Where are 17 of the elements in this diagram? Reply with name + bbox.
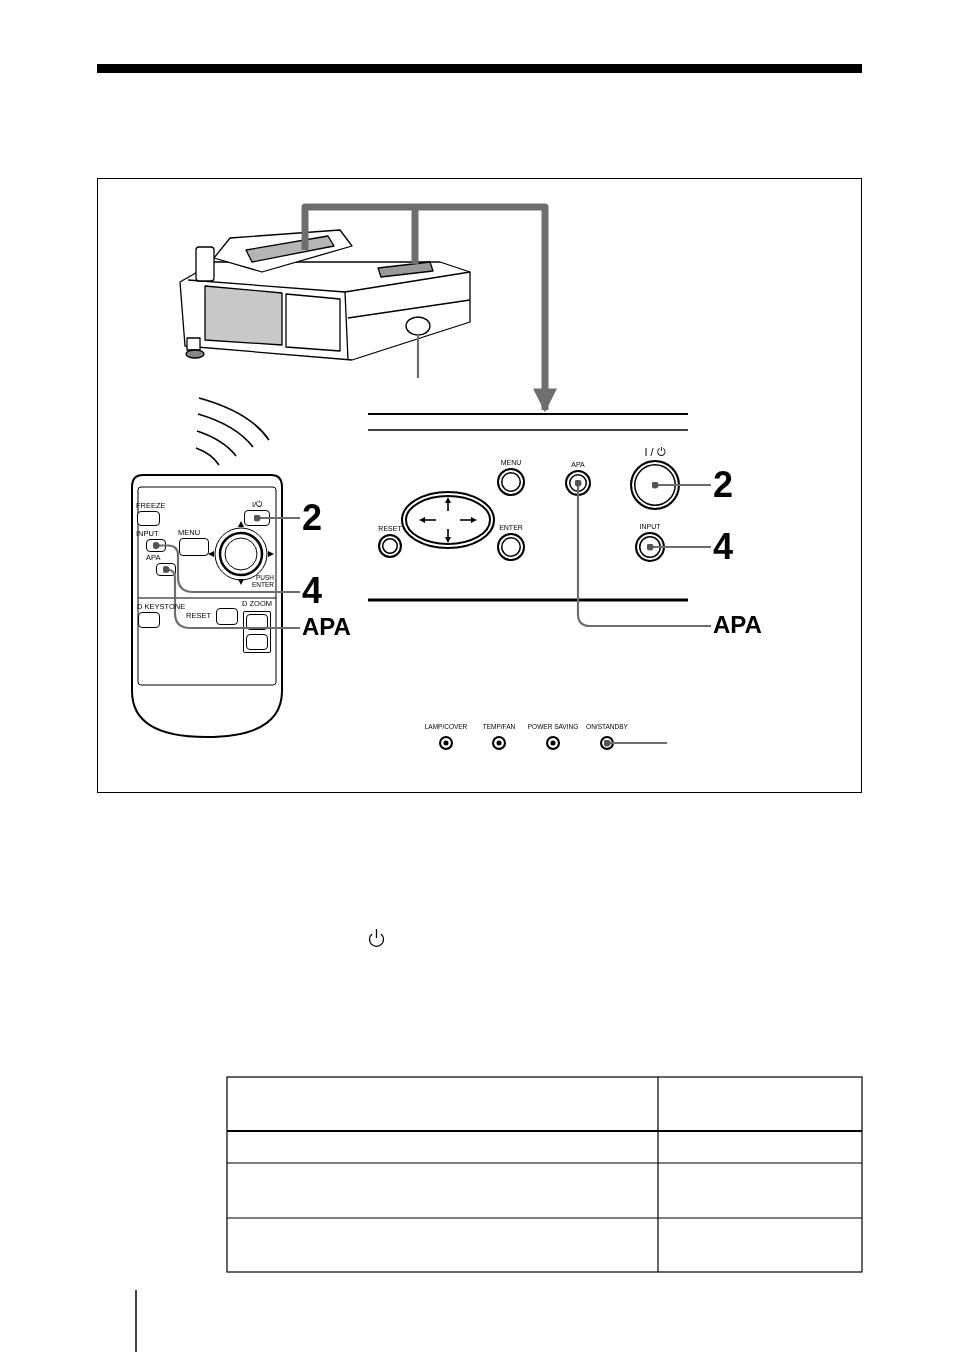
button-label: I / ⏻ [644,447,666,458]
leader-line [162,566,300,630]
leader-line [651,481,711,489]
leader-line [152,542,300,594]
callout-number: 2 [302,497,323,538]
leader-line [603,739,667,747]
callout-number: APA [302,613,351,640]
remote-control [130,473,283,738]
callout-number: 2 [713,464,734,505]
control-panel [368,410,688,603]
leader-line [253,514,300,522]
leader-line [646,543,711,551]
callout-number: APA [713,611,762,638]
callout-number: 4 [302,570,323,611]
leader-line [574,479,711,628]
callout-number: 4 [713,526,734,567]
leader-line [416,334,420,378]
